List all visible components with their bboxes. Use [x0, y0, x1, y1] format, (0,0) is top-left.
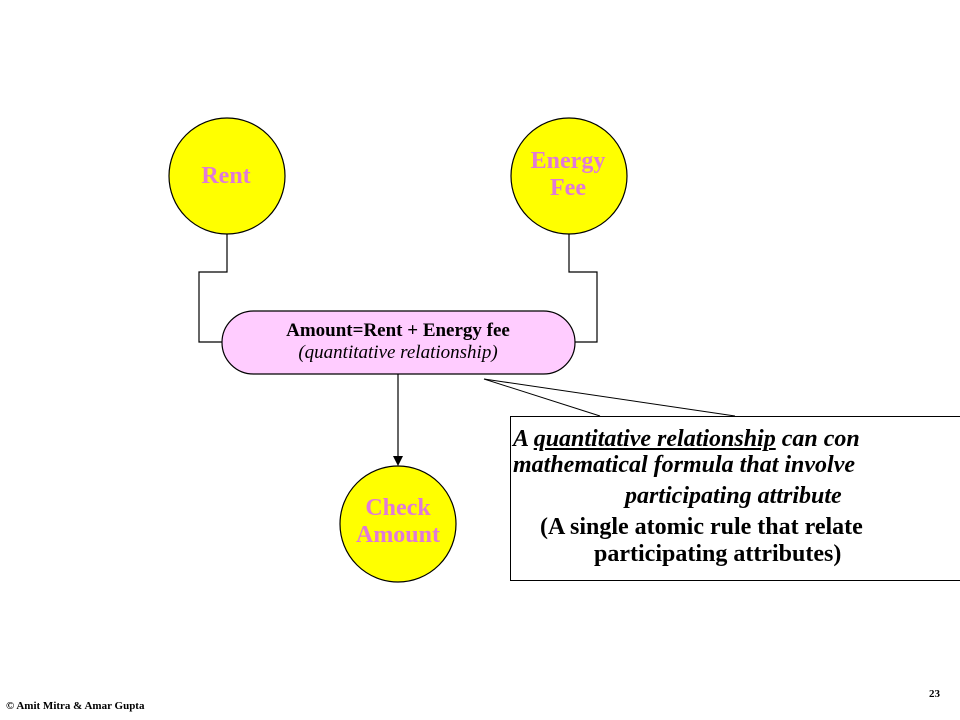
- callout-line-4: (A single atomic rule that relate: [540, 514, 863, 540]
- relationship-node: [221, 310, 576, 375]
- copyright-footer: © Amit Mitra & Amar Gupta: [6, 700, 145, 712]
- relationship-type: (quantitative relationship): [298, 342, 497, 363]
- energy-fee-node: [510, 117, 628, 235]
- callout-pointer-upper: [483, 378, 736, 417]
- callout-line-3: participating attribute: [625, 483, 842, 509]
- callout-line-1-suffix: can con: [775, 426, 860, 452]
- rent-node-label: Rent: [201, 163, 250, 189]
- energy-fee-node-label-line2: Fee: [550, 175, 586, 201]
- callout-line-1-prefix: A: [513, 426, 534, 452]
- connector-rent-to-relationship: [198, 234, 228, 343]
- rent-node: [168, 117, 286, 235]
- callout-line-5: participating attributes): [594, 541, 842, 567]
- check-amount-node-label-line2: Amount: [356, 522, 440, 548]
- callout-pointer-lower: [483, 378, 601, 417]
- explanation-callout: A quantitative relationship can con math…: [510, 416, 960, 581]
- relationship-formula: Amount=Rent + Energy fee: [286, 320, 510, 341]
- energy-fee-node-label-line1: Energy: [531, 148, 606, 174]
- check-amount-node: [339, 465, 457, 583]
- check-amount-node-label-line1: Check: [365, 495, 431, 521]
- page-number: 23: [929, 688, 940, 700]
- arrowhead-down: [393, 456, 403, 466]
- callout-line-2: mathematical formula that involve: [513, 452, 855, 478]
- connector-energy-fee-to-relationship: [568, 234, 598, 343]
- callout-line-1: A quantitative relationship can con: [513, 426, 860, 453]
- callout-term-underlined: quantitative relationship: [533, 426, 776, 452]
